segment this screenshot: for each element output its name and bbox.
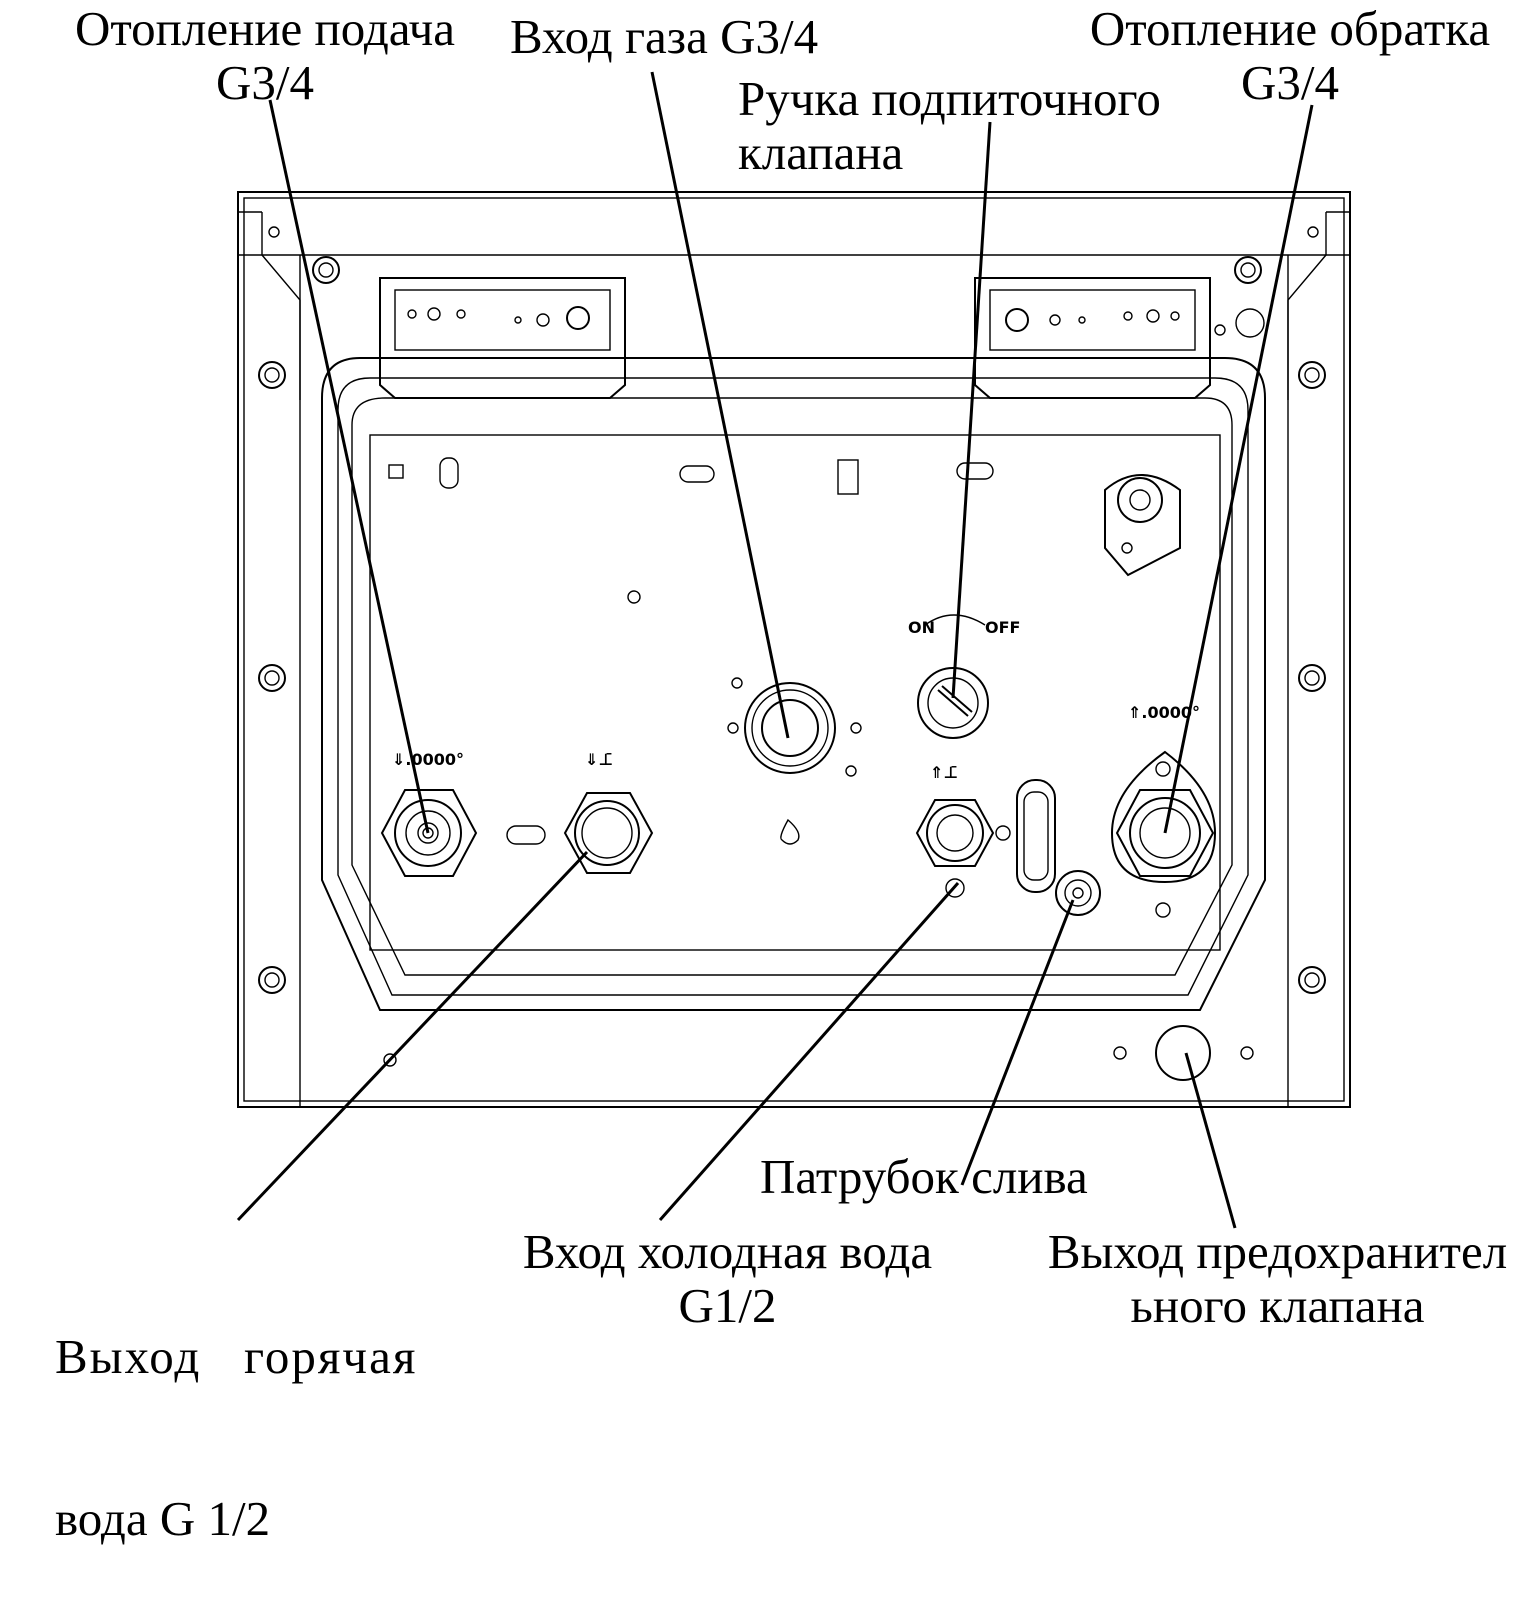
heating-return-marking: ⇑.0000° [1128, 703, 1200, 722]
label-drain-pipe: Патрубок слива [760, 1150, 1088, 1204]
right-connector-module [974, 277, 1265, 399]
leader-lines [236, 71, 1314, 1229]
safety-valve-outlet [1113, 1025, 1254, 1081]
label-heating-return-line1: Отопление обратка [1089, 1, 1491, 56]
inner-tray [321, 357, 1266, 1011]
pressure-gauge-bracket [1104, 474, 1181, 577]
cold-water-fitting: ⇑⊥̄ [915, 763, 995, 867]
label-heating-supply: Отопление подача G3/4 [50, 2, 480, 110]
hot-water-fitting: ⇓⊥̄ [563, 750, 654, 874]
label-cold-water-inlet: Вход холодная вода G1/2 [495, 1225, 960, 1333]
drain-assembly [1016, 779, 1101, 916]
label-gas-inlet-line1: Вход газа G3/4 [510, 9, 819, 64]
screw-icon [1298, 966, 1326, 994]
label-safety-valve-outlet-line2: ьного клапана [1130, 1278, 1425, 1333]
valve-on-label: ON [908, 618, 935, 637]
label-hot-water-outlet-line2: вода G 1/2 [55, 1491, 271, 1546]
screw-icon [312, 256, 340, 284]
label-hot-water-outlet-line1: Выход горячая [55, 1329, 418, 1384]
label-cold-water-inlet-line2: G1/2 [678, 1278, 777, 1333]
screw-icon [1298, 664, 1326, 692]
cold-water-marking: ⇑⊥̄ [930, 763, 958, 782]
heating-return-fitting: ⇑.0000° [1110, 703, 1217, 918]
screw-icon [258, 664, 286, 692]
label-hot-water-outlet: Выход горячая вода G 1/2 [55, 1222, 417, 1600]
label-fill-valve-handle: Ручка подпиточного клапана [738, 72, 1161, 180]
label-heating-supply-line2: G3/4 [216, 55, 314, 110]
mounting-screws [258, 226, 1326, 1067]
boiler-housing [237, 191, 1351, 1108]
screw-icon [1298, 361, 1326, 389]
screw-icon [1234, 256, 1262, 284]
screw-icon [258, 361, 286, 389]
label-fill-valve-handle-line2: клапана [738, 125, 904, 180]
label-heating-supply-line1: Отопление подача [75, 1, 455, 56]
small-features [388, 457, 1011, 898]
label-safety-valve-outlet: Выход предохранител ьного клапана [1025, 1225, 1530, 1333]
hot-water-marking: ⇓⊥̄ [585, 750, 613, 769]
valve-off-label: OFF [985, 618, 1020, 637]
screw-icon [258, 966, 286, 994]
gas-inlet-fitting [727, 677, 862, 777]
label-gas-inlet: Вход газа G3/4 [510, 10, 818, 64]
boiler-bottom-view-diagram: ⇓.0000° ⇓⊥̄ ON OFF ⇑⊥̄ [236, 71, 1351, 1229]
fill-valve: ON OFF [908, 614, 1020, 739]
label-cold-water-inlet-line1: Вход холодная вода [522, 1224, 933, 1279]
label-fill-valve-handle-line1: Ручка подпиточного [738, 71, 1161, 126]
label-safety-valve-outlet-line1: Выход предохранител [1047, 1224, 1508, 1279]
heating-supply-fitting: ⇓.0000° [380, 750, 478, 877]
left-connector-module [379, 277, 626, 399]
label-heating-return-line2: G3/4 [1241, 55, 1339, 110]
label-drain-pipe-line1: Патрубок слива [760, 1149, 1088, 1204]
label-heating-return: Отопление обратка G3/4 [1060, 2, 1520, 110]
heating-supply-marking: ⇓.0000° [392, 750, 464, 769]
